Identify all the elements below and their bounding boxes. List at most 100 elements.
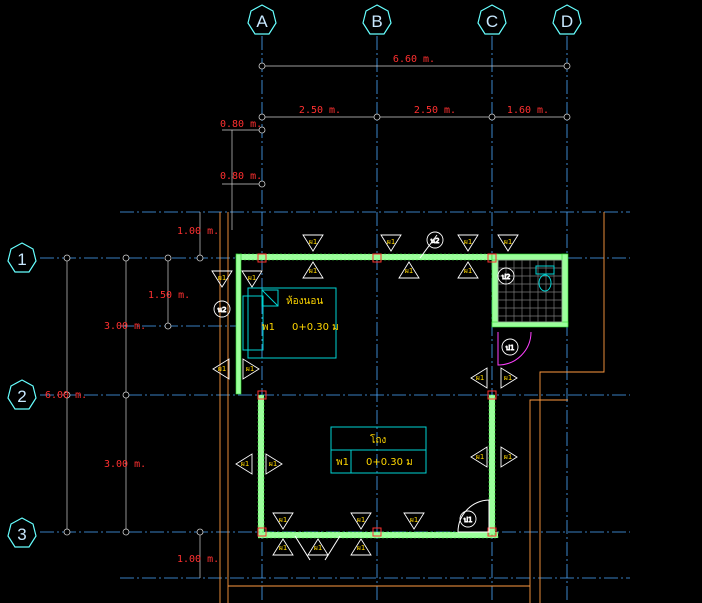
door-tag-bath[interactable]: ป2 bbox=[497, 267, 515, 285]
wall-tag-label: ผ1 bbox=[241, 460, 250, 468]
room-labels: ห้องนอน พ1 0+0.30 ม โถง พ1 0+0.30 ม bbox=[262, 295, 413, 468]
circle-tags: ป2 ป1 ป1 น2 น2 bbox=[213, 231, 519, 528]
wall-tag-triangle bbox=[457, 261, 479, 279]
grid-lines bbox=[40, 36, 630, 603]
wall-tag-marker[interactable]: ผ1 bbox=[235, 453, 253, 475]
wall-tag-marker[interactable]: ผ1 bbox=[272, 538, 294, 556]
wall-tag-label: ผ1 bbox=[309, 267, 318, 275]
bedroom-level: 0+0.30 ม bbox=[292, 322, 339, 333]
grid-bubble-a[interactable]: A bbox=[247, 4, 277, 35]
wall-tag-marker[interactable]: ผ1 bbox=[350, 512, 372, 530]
wall-tag-label: ผ1 bbox=[464, 267, 473, 275]
wall-left-lower bbox=[257, 394, 265, 536]
walls bbox=[235, 253, 569, 539]
wall-bottom bbox=[257, 531, 499, 539]
bath-door-swing[interactable] bbox=[497, 331, 532, 366]
grid-bubble-3[interactable]: 3 bbox=[7, 517, 37, 548]
wall-tag-label: ผ1 bbox=[309, 238, 318, 246]
wall-tag-triangle bbox=[235, 453, 253, 475]
wall-left-upper bbox=[235, 253, 242, 395]
hall-name: โถง bbox=[370, 433, 386, 446]
wall-tag-marker[interactable]: ผ1 bbox=[350, 538, 372, 556]
grid-bubble-c[interactable]: C bbox=[477, 4, 507, 35]
wall-tag-triangle bbox=[500, 446, 518, 468]
wall-bath-top bbox=[491, 253, 568, 261]
wall-tag-triangle bbox=[242, 358, 260, 380]
roof-outline bbox=[219, 212, 605, 603]
wall-tag-label: ผ1 bbox=[218, 365, 227, 373]
dim-span-small: 1.50 m. bbox=[148, 290, 190, 301]
wall-tag-triangle bbox=[457, 234, 479, 252]
wall-tag-marker[interactable]: ผ1 bbox=[272, 512, 294, 530]
bed[interactable] bbox=[242, 287, 337, 359]
svg-text:ป1: ป1 bbox=[464, 516, 473, 524]
wall-tag-marker[interactable]: ผ1 bbox=[242, 358, 260, 380]
wall-tag-label: ผ1 bbox=[314, 544, 323, 552]
wall-tag-label: ผ1 bbox=[504, 374, 513, 382]
main-door-swing[interactable] bbox=[457, 499, 490, 533]
grid-label-b: B bbox=[371, 12, 382, 31]
wall-tag-triangle bbox=[500, 367, 518, 389]
wall-tag-label: ผ1 bbox=[357, 516, 366, 524]
wall-tag-triangle bbox=[380, 234, 402, 252]
wall-tag-label: ผ1 bbox=[405, 267, 414, 275]
wall-tag-marker[interactable]: ผ1 bbox=[265, 453, 283, 475]
window-swing-1 bbox=[294, 535, 311, 561]
wall-tag-triangle bbox=[350, 512, 372, 530]
window-tag-left[interactable]: น2 bbox=[213, 300, 231, 318]
grid-label-c: C bbox=[486, 12, 498, 31]
wall-tag-label: ผ1 bbox=[248, 274, 257, 282]
wall-tag-marker[interactable]: ผ1 bbox=[500, 446, 518, 468]
wall-tag-marker[interactable]: ผ1 bbox=[497, 234, 519, 252]
wall-tag-marker[interactable]: ผ1 bbox=[380, 234, 402, 252]
door-tag-bath-swing[interactable]: ป1 bbox=[501, 338, 519, 356]
wall-tag-marker[interactable]: ผ1 bbox=[398, 261, 420, 279]
wall-tag-marker[interactable]: ผ1 bbox=[457, 261, 479, 279]
wall-tag-marker[interactable]: ผ1 bbox=[500, 367, 518, 389]
wall-tag-marker[interactable]: ผ1 bbox=[212, 358, 230, 380]
grid-bubble-1[interactable]: 1 bbox=[7, 242, 37, 273]
grid-bubble-b[interactable]: B bbox=[362, 4, 392, 35]
wall-tag-marker[interactable]: ผ1 bbox=[470, 446, 488, 468]
svg-text:น2: น2 bbox=[217, 306, 226, 314]
wall-tag-marker[interactable]: ผ1 bbox=[470, 367, 488, 389]
wall-tag-triangle bbox=[497, 234, 519, 252]
wall-tag-marker[interactable]: ผ1 bbox=[307, 538, 329, 556]
wall-tag-triangle bbox=[302, 234, 324, 252]
door-tag-main[interactable]: ป1 bbox=[459, 510, 477, 528]
grid-label-d: D bbox=[561, 12, 573, 31]
wall-tag-triangle bbox=[403, 512, 425, 530]
wall-tag-triangle bbox=[265, 453, 283, 475]
wall-top bbox=[235, 253, 499, 261]
wall-tag-marker[interactable]: ผ1 bbox=[241, 270, 263, 288]
dim-span-23: 3.00 m. bbox=[104, 459, 146, 470]
row-grid-bubbles: 1 2 3 bbox=[7, 242, 37, 548]
dim-overhang-bottom: 1.00 m. bbox=[177, 554, 219, 565]
doors bbox=[294, 234, 532, 561]
wall-tag-triangle bbox=[241, 270, 263, 288]
wall-tag-marker[interactable]: ผ1 bbox=[403, 512, 425, 530]
wall-tag-triangle bbox=[272, 512, 294, 530]
dim-overall-depth: 6.00 m. bbox=[45, 390, 87, 401]
window-tag-top[interactable]: น2 bbox=[426, 231, 444, 249]
toilet-fixture[interactable] bbox=[535, 265, 555, 292]
dim-span-12: 3.00 m. bbox=[104, 321, 146, 332]
svg-text:น2: น2 bbox=[430, 237, 439, 245]
wall-tag-marker[interactable]: ผ1 bbox=[457, 234, 479, 252]
grid-label-a: A bbox=[256, 12, 268, 31]
wall-tag-marker[interactable]: ผ1 bbox=[302, 261, 324, 279]
grid-label-3: 3 bbox=[17, 525, 26, 544]
wall-tag-marker[interactable]: ผ1 bbox=[302, 234, 324, 252]
wall-tag-marker[interactable]: ผ1 bbox=[211, 270, 233, 288]
grid-bubble-d[interactable]: D bbox=[552, 4, 582, 35]
wall-tag-label: ผ1 bbox=[476, 453, 485, 461]
wall-tag-triangle bbox=[212, 358, 230, 380]
wall-tag-label: ผ1 bbox=[279, 516, 288, 524]
wall-tag-label: ผ1 bbox=[269, 460, 278, 468]
wall-tag-label: ผ1 bbox=[218, 274, 227, 282]
wall-tag-label: ผ1 bbox=[476, 374, 485, 382]
column-grid-bubbles: A B C D bbox=[247, 4, 582, 35]
grid-bubble-2[interactable]: 2 bbox=[7, 379, 37, 410]
